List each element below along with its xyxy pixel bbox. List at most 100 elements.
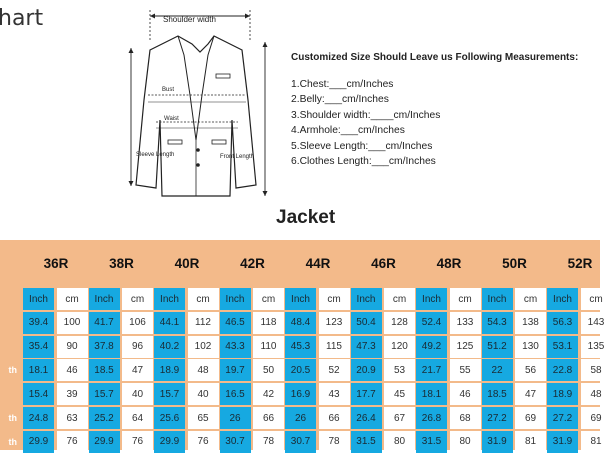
table-cell-cm: 115	[318, 335, 350, 358]
table-cell-inch: 52.4	[416, 311, 447, 334]
front-length-label: Front Length	[220, 154, 254, 160]
table-cell-cm: 50	[253, 359, 284, 382]
table-cell-inch: 19.7	[219, 359, 251, 382]
table-cell-cm: 68	[449, 407, 481, 429]
table-cell-inch: 22.8	[547, 359, 578, 382]
table-cell-cm: 45	[384, 383, 415, 406]
table-cell-inch: 20.9	[350, 359, 382, 382]
row-label: th	[8, 436, 18, 447]
table-cell-cm: 128	[384, 311, 415, 334]
size-label: 46R	[371, 256, 396, 271]
table-cell-cm: 69	[515, 407, 546, 429]
size-label: 36R	[43, 256, 69, 271]
table-cell-inch: 22	[481, 359, 513, 382]
table-cell-cm: 42	[253, 383, 284, 406]
row-label: th	[8, 365, 18, 376]
unit-label-inch: Inch	[88, 288, 120, 310]
table-cell-inch: 31.5	[350, 430, 382, 453]
table-cell-cm: 81	[580, 430, 612, 453]
table-cell-cm: 56	[515, 359, 546, 382]
instruction-line: 1.Chest:___cm/Inches	[291, 79, 394, 90]
table-cell-inch: 17.7	[350, 383, 382, 406]
table-cell-inch: 30.7	[285, 430, 316, 453]
instruction-line: 6.Clothes Length:___cm/Inches	[291, 156, 436, 168]
table-cell-inch: 29.9	[88, 430, 120, 453]
table-cell-inch: 15.7	[154, 383, 185, 406]
size-label: 38R	[109, 256, 134, 271]
table-cell-inch: 51.2	[481, 335, 513, 358]
row-label: th	[8, 413, 18, 423]
table-cell-inch: 24.8	[23, 407, 54, 429]
table-cell-cm: 110	[253, 335, 284, 358]
table-cell-inch: 48.4	[285, 311, 316, 334]
table-cell-cm: 39	[56, 383, 88, 406]
table-cell-inch: 18.9	[547, 383, 578, 406]
instructions-heading: Customized Size Should Leave us Followin…	[291, 52, 579, 63]
table-cell-cm: 63	[56, 407, 88, 429]
page-title: hart	[0, 6, 44, 31]
instruction-line: 5.Sleeve Length:___cm/Inches	[291, 140, 433, 152]
table-cell-cm: 80	[449, 430, 481, 453]
table-cell-cm: 46	[56, 359, 88, 382]
table-cell-cm: 112	[187, 311, 219, 334]
table-cell-inch: 21.7	[416, 359, 447, 382]
table-cell-cm: 47	[122, 359, 153, 382]
table-cell-inch: 27.2	[547, 407, 578, 429]
table-cell-cm: 118	[253, 311, 284, 334]
unit-label-inch: Inch	[416, 288, 447, 310]
table-cell-cm: 76	[56, 430, 88, 453]
table-cell-cm: 69	[580, 407, 612, 429]
table-cell-cm: 43	[318, 383, 350, 406]
table-cell-inch: 26.4	[350, 407, 382, 429]
jacket-measurement-diagram: Shoulder width Bust Waist Sleeve Length …	[128, 10, 268, 197]
shoulder-width-label: Shoulder width	[163, 15, 216, 24]
table-cell-cm: 96	[122, 335, 153, 358]
table-cell-inch: 31.9	[547, 430, 578, 453]
size-label: 52R	[567, 256, 593, 271]
unit-label-inch: Inch	[481, 288, 513, 310]
size-label: 48R	[436, 256, 462, 271]
instruction-line: 2.Belly:___cm/Inches	[291, 94, 389, 106]
unit-label-cm: cm	[122, 288, 153, 310]
table-cell-cm: 48	[580, 383, 612, 406]
table-cell-inch: 50.4	[350, 311, 382, 334]
waist-label: Waist	[164, 116, 179, 122]
table-cell-inch: 16.5	[219, 383, 251, 406]
instruction-line: 3.Shoulder width:____cm/Inches	[291, 109, 441, 121]
table-cell-cm: 102	[187, 335, 219, 358]
table-cell-cm: 78	[318, 430, 350, 453]
unit-label-cm: cm	[318, 288, 350, 310]
table-cell-inch: 39.4	[23, 311, 54, 334]
table-cell-cm: 48	[187, 359, 219, 382]
table-cell-inch: 31.5	[416, 430, 447, 453]
table-cell-inch: 37.8	[88, 335, 120, 358]
bust-label: Bust	[162, 87, 174, 93]
table-cell-cm: 123	[318, 311, 350, 334]
table-cell-cm: 52	[318, 359, 350, 382]
unit-label-inch: Inch	[219, 288, 251, 310]
table-cell-cm: 120	[384, 335, 415, 358]
table-cell-cm: 67	[384, 407, 415, 429]
table-cell-inch: 18.9	[154, 359, 185, 382]
table-cell-inch: 26	[219, 407, 251, 429]
unit-label-inch: Inch	[285, 288, 316, 310]
table-cell-cm: 40	[187, 383, 219, 406]
table-cell-inch: 27.2	[481, 407, 513, 429]
unit-label-cm: cm	[253, 288, 284, 310]
table-cell-inch: 54.3	[481, 311, 513, 334]
table-cell-inch: 49.2	[416, 335, 447, 358]
table-cell-cm: 90	[56, 335, 88, 358]
table-cell-cm: 133	[449, 311, 481, 334]
table-cell-inch: 18.1	[23, 359, 54, 382]
table-cell-cm: 53	[384, 359, 415, 382]
table-cell-cm: 135	[580, 335, 612, 358]
unit-label-inch: Inch	[154, 288, 185, 310]
table-cell-inch: 41.7	[88, 311, 120, 334]
table-cell-inch: 40.2	[154, 335, 185, 358]
size-label: 44R	[305, 256, 331, 271]
table-cell-cm: 66	[253, 407, 284, 429]
size-label: 42R	[240, 256, 265, 271]
table-cell-inch: 35.4	[23, 335, 54, 358]
size-label: 40R	[174, 256, 200, 271]
